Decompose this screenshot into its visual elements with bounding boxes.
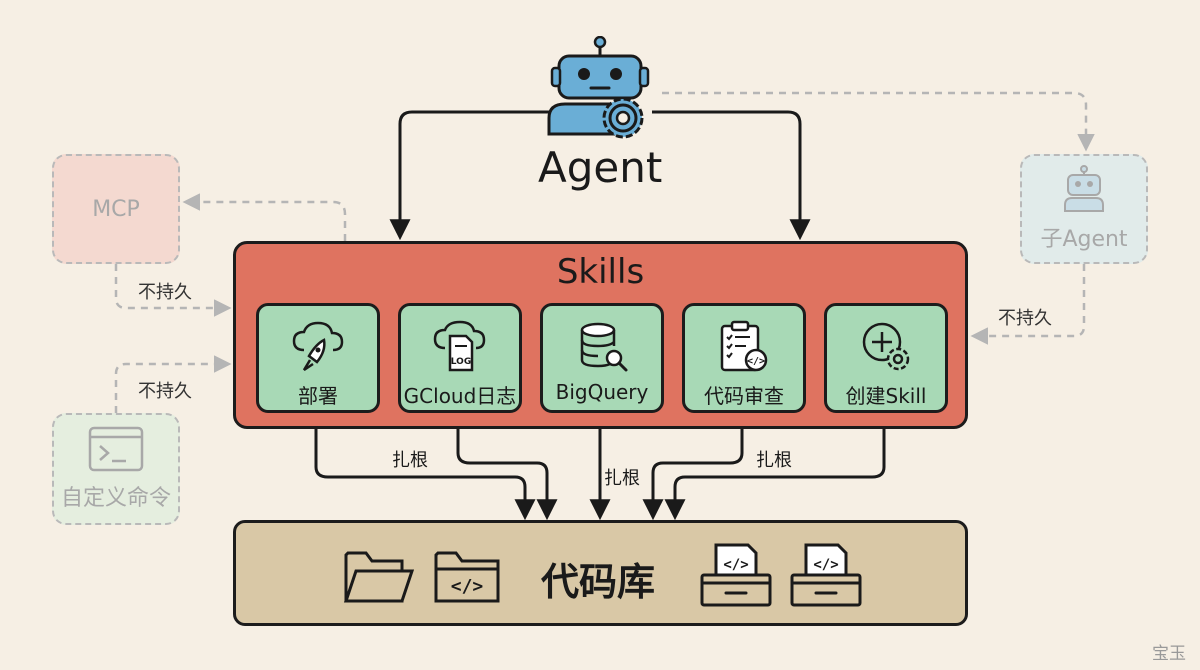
skill-deploy-to-repo-arrow	[314, 429, 536, 521]
skill-label: 创建Skill	[845, 384, 927, 408]
cloud-log-icon: LOG	[433, 320, 486, 372]
skill-label: GCloud日志	[403, 384, 517, 408]
skill-card-deploy[interactable]: 部署	[256, 303, 380, 413]
clipboard-code-icon: </>	[720, 320, 768, 372]
svg-text:</>: </>	[723, 557, 748, 573]
edge-label-rooted: 扎根	[392, 450, 428, 471]
custom-command-label: 自定义命令	[60, 486, 171, 511]
svg-text:</>: </>	[813, 557, 838, 573]
code-tray-icon: </>	[790, 543, 862, 607]
edge-label-rooted: 扎根	[604, 468, 640, 489]
svg-text:</>: </>	[747, 356, 765, 367]
skill-card-bigquery[interactable]: BigQuery	[540, 303, 664, 413]
sub-agent-label: 子Agent	[1040, 227, 1128, 252]
edge-label-not-persistent: 不持久	[138, 282, 192, 303]
skill-label: 代码审查	[704, 384, 784, 408]
plus-gear-icon	[862, 322, 910, 371]
code-repo-label: 代码库	[541, 560, 656, 604]
svg-text:</>: </>	[451, 576, 484, 597]
skill-card-code-review[interactable]: </> 代码审查	[682, 303, 806, 413]
watermark: 宝玉	[1152, 644, 1186, 664]
agent-to-skills-left-arrow	[389, 110, 553, 241]
skill-gcloud-to-repo-arrow	[456, 429, 558, 521]
skills-title: Skills	[556, 252, 645, 292]
skill-label: 部署	[298, 384, 338, 408]
skills-to-mcp-arrow	[182, 193, 347, 241]
agent-to-skills-right-arrow	[652, 110, 811, 241]
mcp-label: MCP	[92, 196, 140, 222]
skill-create-to-repo-arrow	[664, 429, 886, 521]
robot-icon	[1064, 165, 1104, 212]
skill-review-to-repo-arrow	[642, 429, 744, 521]
folder-code-icon: </>	[434, 551, 500, 603]
robot-gear-icon	[547, 36, 650, 139]
code-repo-panel: </> 代码库 </> </>	[233, 520, 968, 626]
skill-label: BigQuery	[555, 380, 649, 404]
skill-card-gcloud-log[interactable]: LOG GCloud日志	[398, 303, 522, 413]
svg-text:LOG: LOG	[451, 357, 471, 367]
command-to-skills-arrow	[114, 355, 232, 413]
code-tray-icon: </>	[700, 543, 772, 607]
database-search-icon	[580, 322, 628, 372]
custom-command-box[interactable]: 自定义命令	[52, 413, 180, 525]
sub-agent-box[interactable]: 子Agent	[1020, 154, 1148, 264]
terminal-icon	[88, 426, 144, 472]
mcp-box[interactable]: MCP	[52, 154, 180, 264]
edge-label-not-persistent: 不持久	[998, 308, 1052, 329]
edge-label-not-persistent: 不持久	[138, 381, 192, 402]
skills-panel: Skills 部署 LOG GCloud日志	[233, 241, 968, 429]
agent-label: Agent	[538, 143, 663, 192]
skill-card-create-skill[interactable]: 创建Skill	[824, 303, 948, 413]
cloud-rocket-icon	[292, 321, 344, 372]
subagent-to-skills-arrow	[970, 264, 1086, 345]
agent-to-subagent-arrow	[662, 91, 1095, 152]
edge-label-rooted: 扎根	[756, 450, 792, 471]
mcp-to-skills-arrow	[114, 264, 232, 317]
folder-icon	[343, 551, 414, 603]
